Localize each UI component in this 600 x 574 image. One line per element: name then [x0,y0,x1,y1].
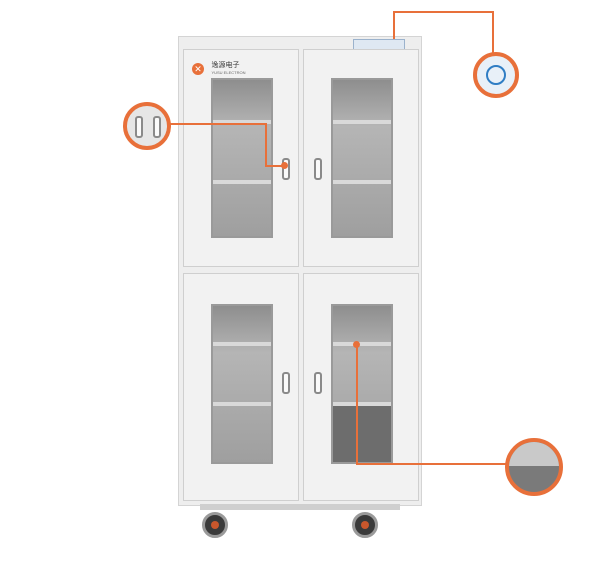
handle-icon[interactable] [282,158,290,180]
door-top-right[interactable] [303,49,419,267]
control-panel-callout [473,52,519,98]
door-top-left[interactable]: ✕ 逸源电子 YUSU ELECTRON [183,49,299,267]
callout-line [393,11,494,13]
control-panel-icon [486,65,506,85]
callout-line [393,11,395,39]
brand-name-en: YUSU ELECTRON [211,69,246,75]
glass-window [331,304,393,464]
wheel-icon [202,512,228,538]
callout-line [265,123,267,167]
handle-callout [123,102,171,150]
handle-icon[interactable] [314,372,322,394]
callout-line [265,165,283,167]
glass-window [211,78,273,238]
callout-line [356,344,358,465]
glass-window [331,78,393,238]
logo-icon: ✕ [192,62,204,75]
handle-icon[interactable] [282,372,290,394]
shelf-icon [333,406,391,462]
cabinet-base [200,504,400,510]
dry-cabinet: ✕ 逸源电子 YUSU ELECTRON [178,36,422,506]
wheel-icon [352,512,378,538]
callout-line [170,123,266,125]
brand-logo: ✕ 逸源电子 YUSU ELECTRON [192,60,245,78]
door-bottom-left[interactable] [183,273,299,501]
shelf-callout [505,438,563,496]
handle-icon[interactable] [314,158,322,180]
callout-line [492,11,494,54]
brand-name-cn: 逸源电子 [211,61,240,69]
callout-dot [281,162,288,169]
glass-window [211,304,273,464]
callout-line [356,463,508,465]
door-bottom-right[interactable] [303,273,419,501]
